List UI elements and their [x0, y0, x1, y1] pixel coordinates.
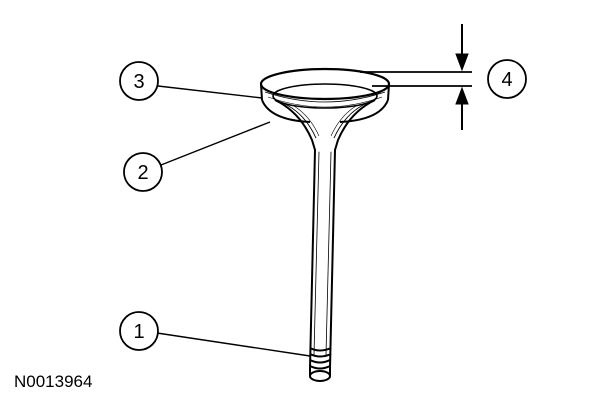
figure-reference-id: N0013964 — [14, 372, 93, 391]
callout-4: 4 — [487, 59, 527, 99]
leader-lines — [156, 85, 311, 357]
callout-2: 2 — [123, 152, 163, 192]
stem-tip-grooves — [309, 347, 332, 370]
stem-end-face — [309, 370, 331, 382]
valve-stem — [309, 149, 336, 369]
callout-label: 3 — [133, 71, 144, 93]
callout-label: 1 — [133, 321, 144, 343]
callout-label: 4 — [501, 69, 512, 91]
callout-1: 1 — [119, 311, 159, 351]
valve-head — [259, 67, 391, 151]
margin-dimension — [360, 24, 472, 130]
arrow-down-icon — [455, 53, 469, 72]
callout-label: 2 — [137, 162, 148, 184]
arrow-up-icon — [455, 86, 469, 105]
callout-3: 3 — [119, 61, 159, 101]
